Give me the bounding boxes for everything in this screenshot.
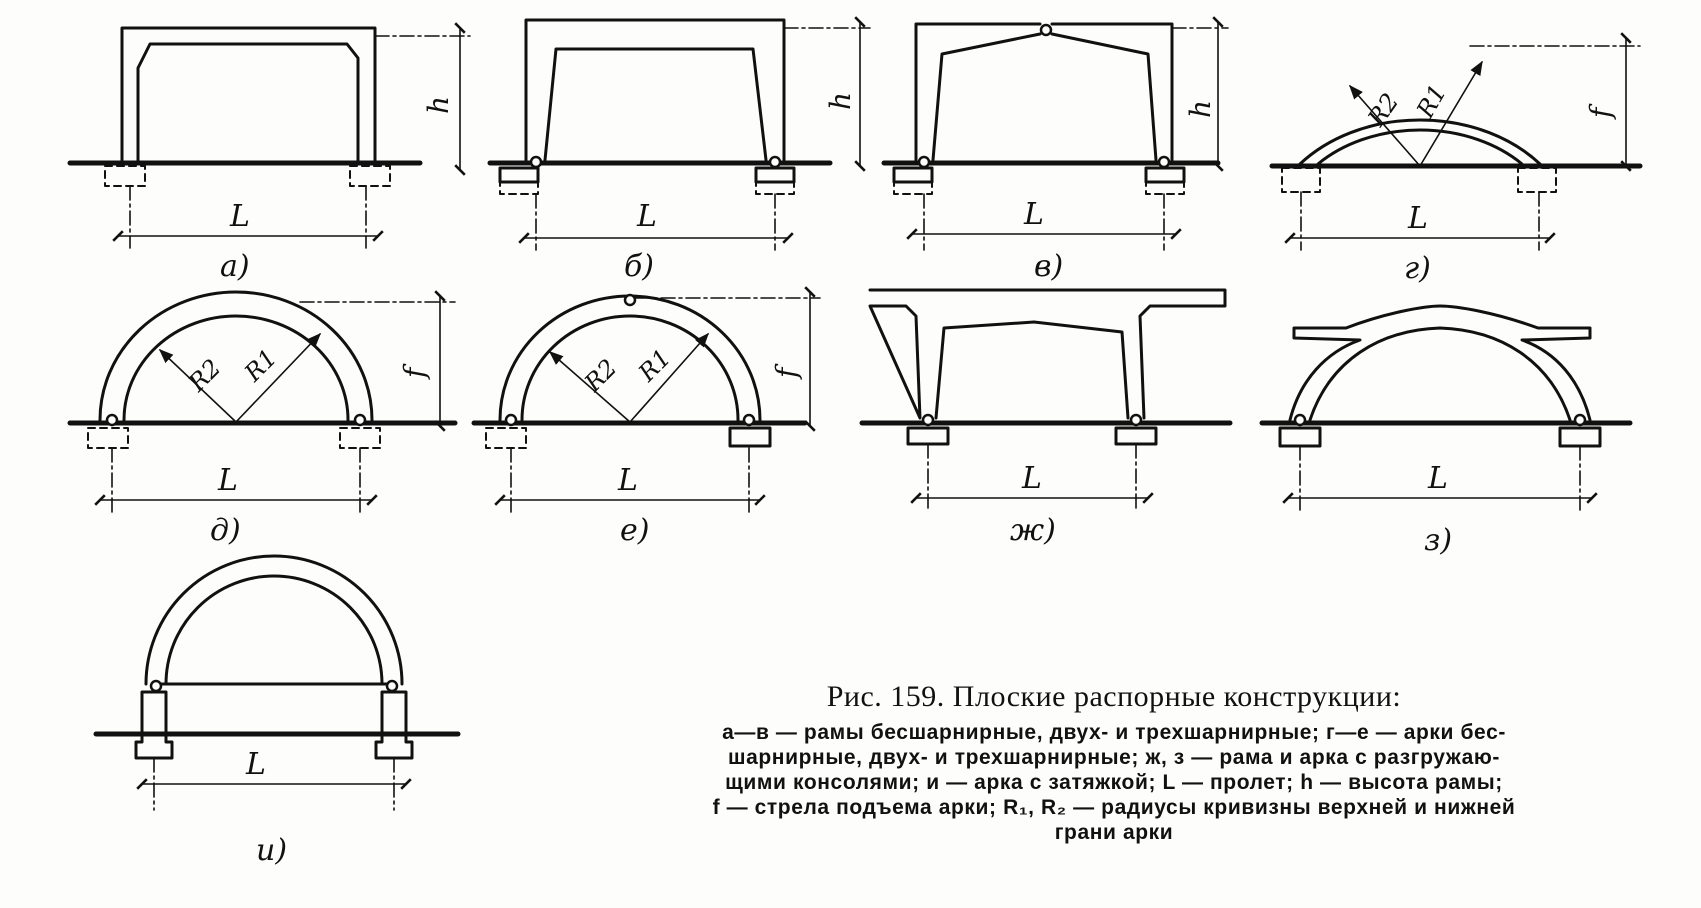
- panel-zh-frame-with-cantilevers: L ж): [859, 288, 1233, 548]
- rise-label: f: [770, 363, 803, 380]
- rise-label: f: [398, 363, 431, 380]
- height-label: h: [422, 96, 455, 114]
- height-label: h: [824, 92, 857, 110]
- hinge-right: [768, 155, 782, 169]
- panel-z-arch-with-cantilevers: L з): [1259, 304, 1633, 558]
- span-label: L: [636, 199, 657, 234]
- hinge-crown: [623, 293, 637, 307]
- support-right: [374, 690, 414, 760]
- radius-r2: [548, 351, 631, 423]
- foundation-left: [87, 427, 129, 449]
- caption-line: грани арки: [1054, 821, 1174, 844]
- radius-r2: [158, 349, 237, 423]
- hinge-left: [1293, 413, 1307, 427]
- foundation-left: [892, 166, 934, 184]
- hinge-left: [504, 413, 518, 427]
- hinge-left: [149, 679, 163, 693]
- panel-v-label: в): [1034, 249, 1063, 284]
- panel-d-label: д): [210, 513, 241, 548]
- r1-label: R1: [632, 344, 676, 388]
- span-label: L: [617, 463, 638, 498]
- frame-outline: [524, 18, 786, 162]
- caption-line: а—в — рамы бесшарнирные, двух- и трехшар…: [722, 721, 1506, 744]
- span-label: L: [229, 199, 250, 234]
- arch-outline: [144, 554, 404, 686]
- support-left: [134, 690, 174, 760]
- hinge-left: [917, 155, 931, 169]
- foundation-left: [1278, 426, 1322, 448]
- r2-label: R2: [182, 354, 226, 398]
- arch-outline: [98, 290, 374, 422]
- panel-e-label: е): [620, 513, 649, 548]
- radius-r1: [1419, 60, 1483, 167]
- panel-i-tied-arch: L и): [93, 554, 461, 868]
- hinge-left: [921, 413, 935, 427]
- span-label: L: [217, 463, 238, 498]
- foundation-right-base: [1145, 181, 1185, 195]
- caption-line: щими консолями; и — арка с затяжкой; L —…: [725, 771, 1503, 794]
- figure-caption: Рис. 159. Плоские распорные конструкции:…: [584, 680, 1644, 845]
- foundation-right: [754, 166, 796, 184]
- panel-b-label: б): [624, 249, 654, 284]
- foundation-right: [349, 165, 391, 187]
- panel-a-fixed-frame: L h а): [67, 22, 471, 284]
- foundation-right: [1114, 426, 1158, 446]
- height-label: h: [1184, 100, 1217, 118]
- hinge-crown: [1039, 23, 1053, 37]
- foundation-left: [498, 166, 540, 184]
- panel-zh-label: ж): [1010, 513, 1056, 548]
- foundation-right: [1517, 167, 1557, 193]
- arch-outline: [498, 294, 762, 422]
- foundation-left-base: [499, 181, 539, 195]
- foundation-left: [104, 165, 146, 187]
- foundation-right-base: [755, 181, 795, 195]
- span-label: L: [1023, 197, 1044, 232]
- caption-line: f — стрела подъема арки; R₁, R₂ — радиус…: [712, 796, 1516, 819]
- frame-outline: [868, 288, 1227, 420]
- arch-outline: [1288, 304, 1592, 422]
- foundation-right: [339, 427, 381, 449]
- radius-r1: [235, 332, 321, 423]
- foundation-right: [728, 426, 772, 448]
- frame-outline: [914, 22, 1174, 162]
- r2-label: R2: [578, 354, 622, 398]
- foundation-left: [1281, 167, 1321, 193]
- panel-a-label: а): [220, 249, 250, 284]
- hinge-right: [1157, 155, 1171, 169]
- foundation-left-base: [893, 181, 933, 195]
- panel-b-two-hinged-frame: L h б): [487, 16, 871, 284]
- hinge-right: [742, 413, 756, 427]
- panel-g-fixed-arch: R2 R1 L f г): [1269, 32, 1643, 286]
- panel-e-three-hinged-arch: R2 R1 L f е): [471, 286, 821, 548]
- arch-outline: [1298, 118, 1542, 166]
- r1-label: R1: [1411, 80, 1452, 124]
- frame-outline: [120, 26, 377, 165]
- foundation-left: [485, 427, 527, 449]
- foundation-left: [906, 426, 950, 446]
- panel-g-label: г): [1404, 251, 1431, 286]
- panel-i-label: и): [256, 833, 287, 868]
- span-label: L: [1021, 461, 1042, 496]
- hinge-right: [353, 413, 367, 427]
- rise-label: f: [1584, 103, 1617, 120]
- span-label: L: [245, 747, 266, 782]
- foundation-right: [1558, 426, 1602, 448]
- hinge-left: [529, 155, 543, 169]
- panel-d-two-hinged-arch: R2 R1 L f д): [67, 290, 458, 548]
- radius-r1: [629, 332, 709, 423]
- panel-v-three-hinged-frame: L h в): [881, 16, 1229, 284]
- hinge-left: [105, 413, 119, 427]
- hinge-right: [385, 679, 399, 693]
- hinge-right: [1129, 413, 1143, 427]
- panel-z-label: з): [1424, 523, 1452, 558]
- foundation-right: [1144, 166, 1186, 184]
- caption-title: Рис. 159. Плоские распорные конструкции:: [826, 680, 1402, 713]
- caption-line: шарнирные, двух- и трехшарнирные; ж, з —…: [728, 746, 1500, 769]
- hinge-right: [1573, 413, 1587, 427]
- caption-body: а—в — рамы бесшарнирные, двух- и трехшар…: [584, 720, 1644, 845]
- span-label: L: [1427, 461, 1448, 496]
- radius-r2: [1349, 84, 1421, 167]
- span-label: L: [1407, 201, 1428, 236]
